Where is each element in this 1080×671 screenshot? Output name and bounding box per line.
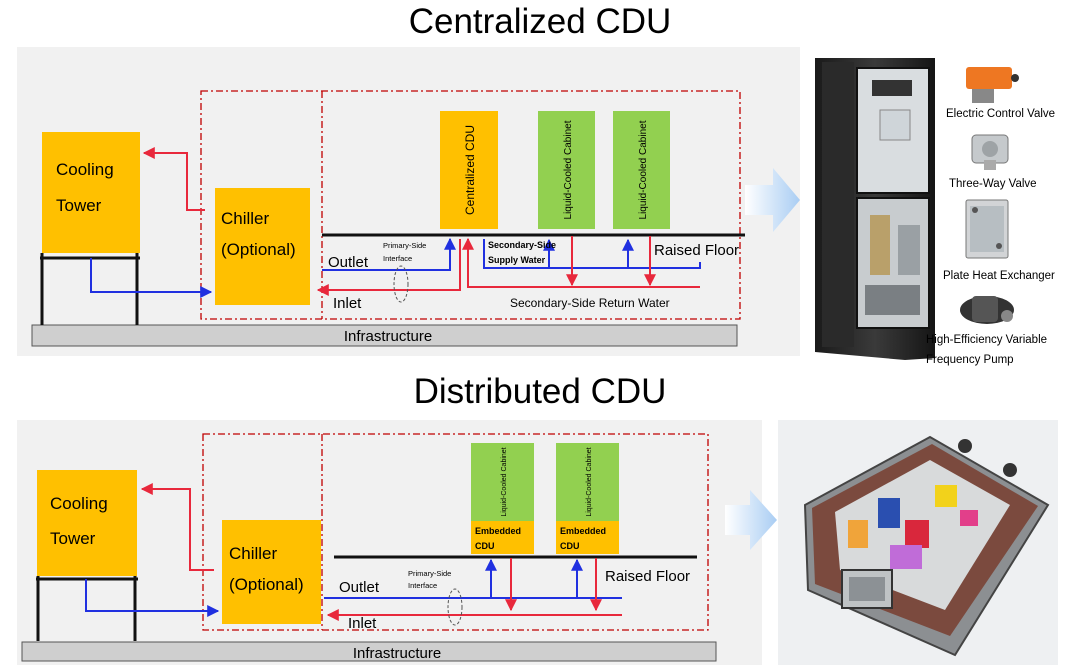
embedded-cdu-1-label-2: CDU: [475, 541, 495, 551]
chiller-box: [215, 188, 310, 305]
electric-control-valve-label: Electric Control Valve: [946, 108, 1056, 120]
primary-interface-label-2: Interface: [383, 254, 412, 263]
distributed-cabinet-1-label: Liquid-Cooled Cabinet: [501, 447, 508, 516]
secondary-supply-pipe: [483, 239, 701, 269]
plate-heat-exchanger-label: Plate Heat Exchanger: [943, 270, 1055, 282]
secondary-return-pipe: [462, 237, 700, 288]
distributed-title: Distributed CDU: [413, 372, 667, 411]
outlet-label-2: Outlet: [339, 579, 380, 596]
tower-to-chiller-pipe-2: [85, 579, 220, 617]
primary-inlet-pipe: [316, 239, 461, 296]
chiller-label-2: (Optional): [221, 240, 296, 259]
arrow-to-cabinet-image: [745, 168, 800, 232]
embedded-cdu-2-label-2: CDU: [560, 541, 580, 551]
arrow-to-cdu-image: [725, 490, 777, 550]
centralized-title: Centralized CDU: [408, 2, 672, 41]
cabinet-1-label: Liquid-Cooled Cabinet: [563, 120, 574, 219]
outer-dashed-boundary-2: [202, 433, 709, 631]
embedded-cdu-1: [471, 521, 534, 554]
cooling-tower-label-1: Cooling: [56, 160, 114, 179]
plate-heat-exchanger-image: [965, 199, 1009, 259]
raised-floor-label: Raised Floor: [654, 242, 739, 259]
centralized-cdu-label: Centralized CDU: [463, 125, 477, 215]
embedded-cdu-1-label-1: Embedded: [475, 526, 521, 536]
chiller-2-label-2: (Optional): [229, 575, 304, 594]
infrastructure-label-2: Infrastructure: [353, 645, 441, 662]
secondary-return-label: Secondary-Side Return Water: [510, 296, 670, 310]
distributed-cabinet-1: [471, 443, 534, 521]
outer-dashed-boundary: [200, 90, 741, 320]
distributed-diagram: Infrastructure Cooling Tower Chiller (Op…: [21, 433, 717, 662]
secondary-supply-label-1: Secondary-Side: [488, 240, 556, 250]
embedded-cdu-2: [556, 521, 619, 554]
electric-control-valve-image: [966, 67, 1019, 103]
distributed-cdu-image: [778, 420, 1058, 665]
primary-interface-marker-2: [447, 588, 463, 626]
primary-outlet-pipe: [322, 237, 456, 271]
inlet-label: Inlet: [333, 295, 362, 312]
pump-label-2: Frequency Pump: [926, 354, 1014, 366]
distributed-panel: [17, 420, 762, 665]
raised-floor-label-2: Raised Floor: [605, 568, 690, 585]
infrastructure-bar-2: [21, 641, 717, 662]
chiller-2-label-1: Chiller: [229, 544, 278, 563]
liquid-cooled-cabinet-2: [613, 111, 670, 229]
pump-image: [960, 296, 1014, 324]
three-way-valve-label: Three-Way Valve: [949, 178, 1037, 190]
chiller-label-1: Chiller: [221, 209, 270, 228]
primary-interface-2-label-2: Interface: [408, 581, 437, 590]
primary-interface-label-1: Primary-Side: [383, 241, 426, 250]
distributed-cabinet-2-label: Liquid-Cooled Cabinet: [586, 447, 593, 516]
tower-to-chiller-pipe: [90, 258, 213, 298]
embedded-cdu-2-label-1: Embedded: [560, 526, 606, 536]
centralized-cdu-box: [440, 111, 498, 229]
primary-interface-2-label-1: Primary-Side: [408, 569, 451, 578]
cooling-tower-2-label-2: Tower: [50, 529, 96, 548]
cooling-tower-2: [37, 470, 137, 576]
cdu-cabinet-image: [805, 55, 940, 370]
cooling-tower-2-label-1: Cooling: [50, 494, 108, 513]
outlet-label: Outlet: [328, 254, 369, 271]
primary-interface-marker: [393, 265, 409, 303]
cabinet-2-label: Liquid-Cooled Cabinet: [638, 120, 649, 219]
inlet-label-2: Inlet: [348, 615, 377, 632]
return-to-tower-pipe-2: [140, 483, 214, 571]
liquid-cooled-cabinet-1: [538, 111, 595, 229]
centralized-diagram: Infrastructure Cooling Tower Chiller (Op…: [31, 90, 745, 347]
cooling-tower-label-2: Tower: [56, 196, 102, 215]
infrastructure-label: Infrastructure: [344, 328, 432, 345]
pump-label-1: High-Efficiency Variable: [926, 334, 1048, 346]
chiller-box-2: [222, 520, 321, 624]
distributed-cabinet-2: [556, 443, 619, 521]
secondary-supply-label-2: Supply Water: [488, 255, 546, 265]
cooling-tower: [42, 132, 140, 253]
infrastructure-bar: [31, 324, 738, 347]
return-to-tower-pipe: [142, 147, 205, 211]
three-way-valve-image: [971, 134, 1009, 170]
